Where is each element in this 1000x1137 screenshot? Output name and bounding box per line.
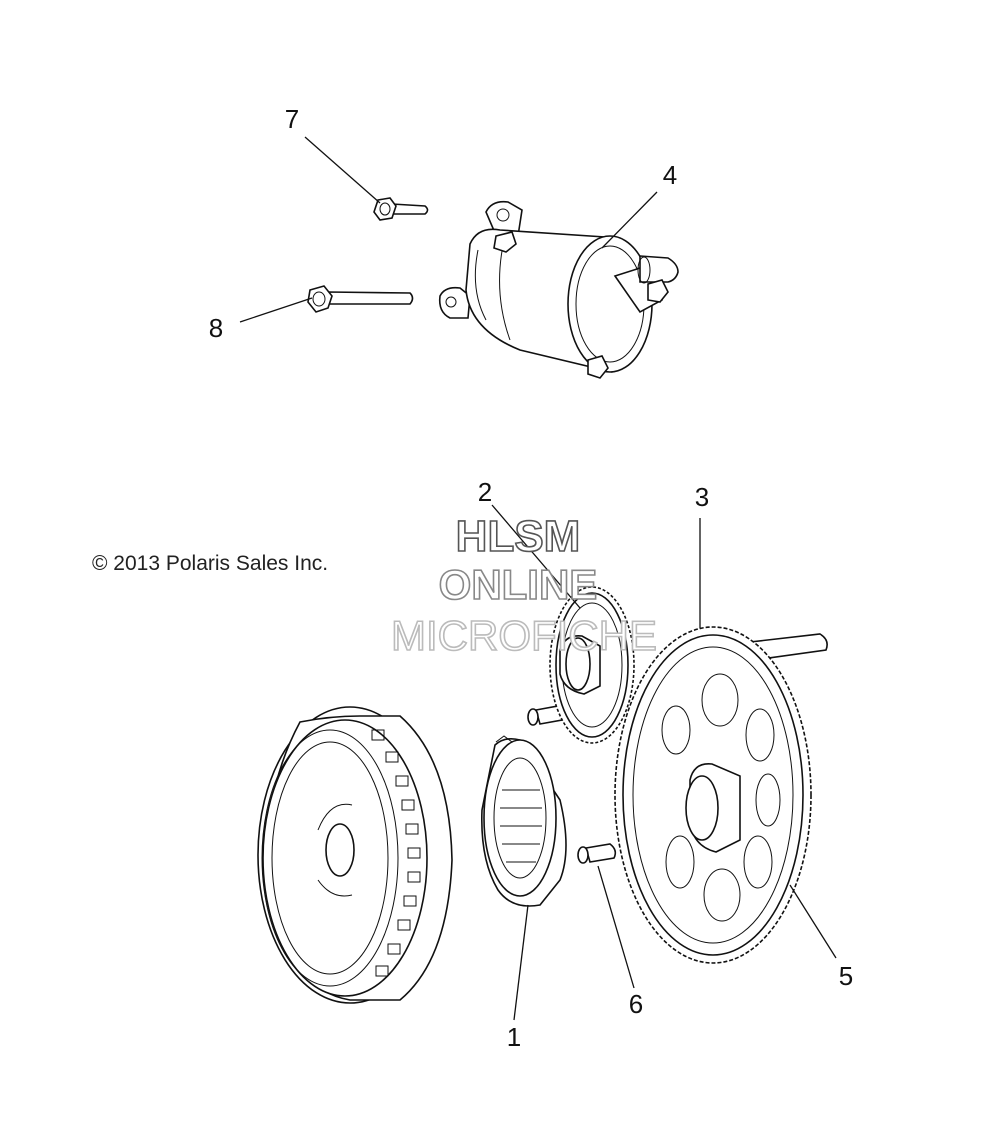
idler-gear-2 bbox=[549, 586, 635, 744]
leader-2 bbox=[491, 504, 581, 609]
callout-8: 8 bbox=[209, 313, 223, 343]
callout-7: 7 bbox=[285, 104, 299, 134]
flywheel bbox=[257, 706, 453, 1004]
callout-4: 4 bbox=[663, 160, 677, 190]
bolt-7 bbox=[373, 197, 429, 221]
leader-8 bbox=[239, 297, 313, 323]
watermark-line3: MICROFICHE bbox=[391, 612, 657, 659]
watermark: HLSM ONLINE MICROFICHE bbox=[390, 511, 658, 660]
bolt-8 bbox=[307, 285, 414, 313]
leader-1 bbox=[513, 904, 529, 1021]
watermark-line1: HLSM bbox=[456, 512, 581, 561]
driven-gear-5 bbox=[614, 626, 812, 964]
copyright-notice: © 2013 Polaris Sales Inc. bbox=[92, 552, 329, 575]
starter-motor-4 bbox=[438, 200, 679, 379]
watermark-line2: ONLINE bbox=[439, 561, 598, 608]
leader-4 bbox=[601, 191, 658, 249]
callout-5: 5 bbox=[839, 961, 853, 991]
starter-clutch-1 bbox=[481, 735, 567, 907]
leader-6 bbox=[597, 865, 635, 989]
callout-3: 3 bbox=[695, 482, 709, 512]
callout-2: 2 bbox=[478, 477, 492, 507]
callout-1: 1 bbox=[507, 1022, 521, 1052]
screw-6b bbox=[577, 843, 617, 864]
callout-6: 6 bbox=[629, 989, 643, 1019]
leader-7 bbox=[304, 136, 381, 204]
leader-5 bbox=[789, 884, 837, 959]
